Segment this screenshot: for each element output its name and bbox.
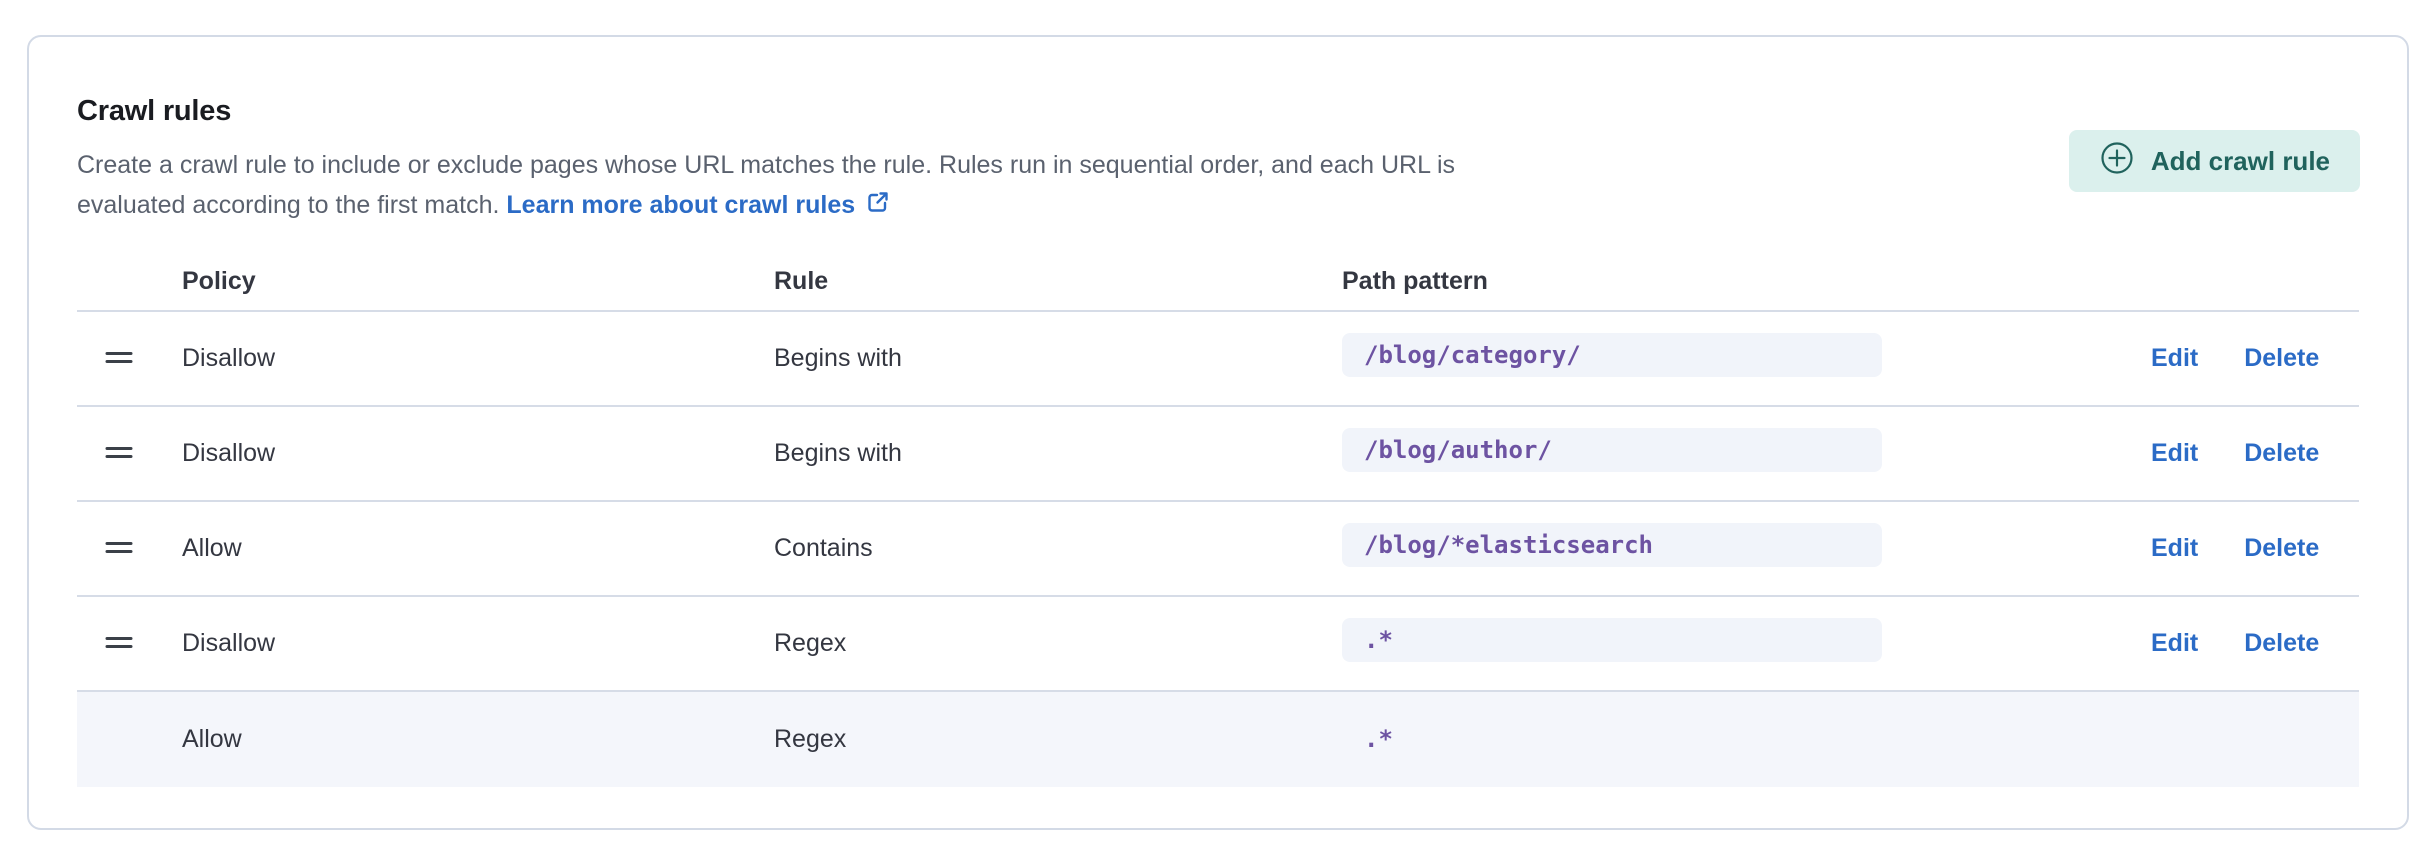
column-header-rule: Rule — [774, 267, 829, 295]
panel-description: Create a crawl rule to include or exclud… — [77, 145, 1837, 227]
table-row: Disallow Begins with /blog/category/ Edi… — [77, 312, 2359, 407]
description-line-1: Create a crawl rule to include or exclud… — [77, 151, 1456, 179]
table-row-default-rule: Allow Regex .* — [77, 692, 2359, 787]
table-header-row: Policy Rule Path pattern — [77, 267, 2359, 312]
grab-icon — [104, 344, 134, 373]
description-line-2-text: evaluated according to the first match. — [77, 191, 500, 219]
policy-cell: Allow — [182, 725, 242, 753]
panel-header: Crawl rules Create a crawl rule to inclu… — [77, 93, 2359, 227]
table-row: Allow Contains /blog/*elasticsearch Edit… — [77, 502, 2359, 597]
edit-link[interactable]: Edit — [2151, 344, 2199, 372]
rule-cell: Regex — [774, 725, 847, 753]
learn-more-link[interactable]: Learn more about crawl rules — [506, 191, 856, 219]
delete-link[interactable]: Delete — [2244, 534, 2320, 562]
drag-handle[interactable] — [100, 433, 138, 474]
path-pattern-code: /blog/author/ — [1342, 428, 1882, 472]
path-pattern-code: /blog/category/ — [1342, 333, 1882, 377]
rule-cell: Begins with — [774, 344, 902, 372]
path-pattern-code: /blog/*elasticsearch — [1342, 523, 1882, 567]
delete-link[interactable]: Delete — [2244, 629, 2320, 657]
add-crawl-rule-label: Add crawl rule — [2150, 145, 2330, 176]
policy-cell: Disallow — [182, 439, 276, 467]
policy-cell: Allow — [182, 534, 242, 562]
crawl-rules-table: Policy Rule Path pattern Disallow Begins… — [77, 267, 2359, 787]
column-header-path-pattern: Path pattern — [1342, 267, 1488, 295]
edit-link[interactable]: Edit — [2151, 439, 2199, 467]
rule-cell: Begins with — [774, 439, 902, 467]
grab-icon — [104, 534, 134, 563]
path-pattern-code: .* — [1342, 618, 1882, 662]
crawl-rules-panel: Crawl rules Create a crawl rule to inclu… — [27, 35, 2409, 830]
table-row: Disallow Regex .* Edit Delete — [77, 597, 2359, 692]
path-pattern-code: .* — [1364, 725, 1393, 753]
drag-handle[interactable] — [100, 528, 138, 569]
edit-link[interactable]: Edit — [2151, 534, 2199, 562]
policy-cell: Disallow — [182, 344, 276, 372]
table-row: Disallow Begins with /blog/author/ Edit … — [77, 407, 2359, 502]
external-link-icon — [865, 187, 891, 227]
edit-link[interactable]: Edit — [2151, 629, 2199, 657]
policy-cell: Disallow — [182, 629, 276, 657]
drag-handle[interactable] — [100, 623, 138, 664]
rule-cell: Regex — [774, 629, 847, 657]
page-title: Crawl rules — [77, 95, 232, 127]
description-line-2: evaluated according to the first match. … — [77, 185, 1837, 227]
delete-link[interactable]: Delete — [2244, 344, 2320, 372]
grab-icon — [104, 439, 134, 468]
add-crawl-rule-button[interactable]: Add crawl rule — [2068, 130, 2360, 192]
column-header-policy: Policy — [182, 267, 256, 295]
drag-handle[interactable] — [100, 338, 138, 379]
rule-cell: Contains — [774, 534, 873, 562]
grab-icon — [104, 629, 134, 658]
delete-link[interactable]: Delete — [2244, 439, 2320, 467]
plus-in-circle-icon — [2099, 140, 2135, 183]
